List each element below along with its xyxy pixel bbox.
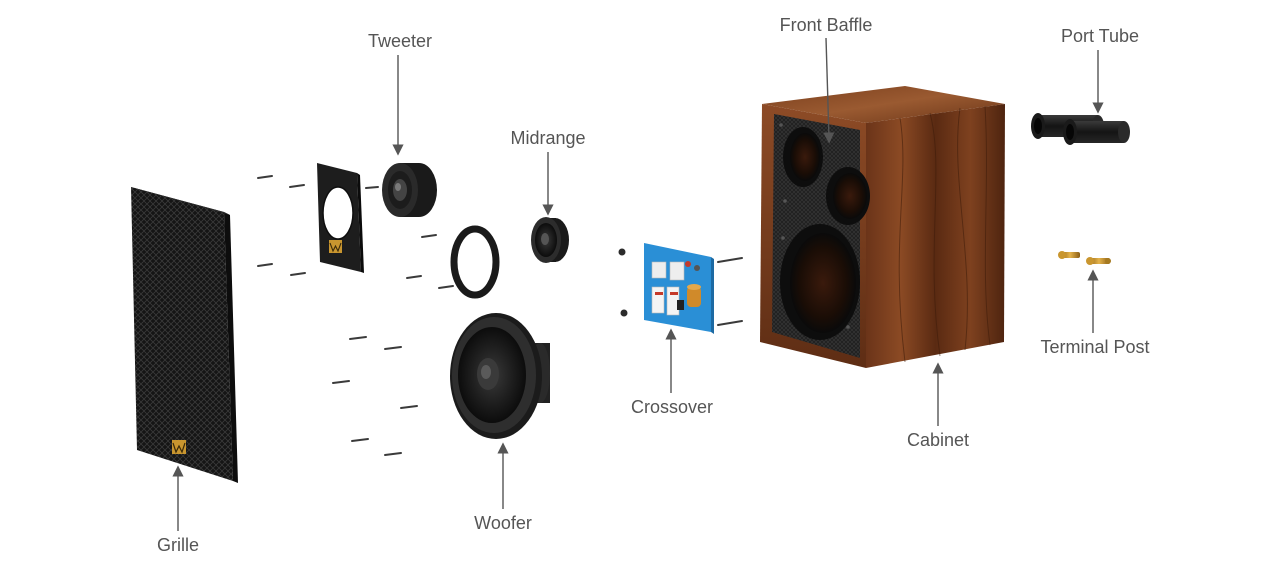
- faceplate-logo-icon: [329, 240, 342, 253]
- port-tube-part: [1031, 113, 1130, 145]
- cabinet-part: [760, 86, 1005, 368]
- label-grille: Grille: [156, 535, 200, 555]
- woofer-screws: [332, 336, 418, 456]
- front-baffle-part: [772, 114, 870, 358]
- grille-screws: [257, 175, 306, 276]
- label-front-baffle: Front Baffle: [779, 15, 873, 35]
- midrange-part: [531, 217, 569, 263]
- tweeter-faceplate: [317, 163, 364, 273]
- label-tweeter: Tweeter: [367, 31, 433, 51]
- grille-part: [131, 187, 238, 483]
- label-midrange: Midrange: [510, 128, 586, 148]
- label-crossover: Crossover: [630, 397, 714, 417]
- terminal-post-part: [1058, 251, 1111, 265]
- callout-arrows: [172, 37, 1104, 531]
- label-terminal-post: Terminal Post: [1040, 337, 1150, 357]
- arrow-front-baffle: [823, 37, 835, 144]
- tweeter-part: [382, 163, 437, 217]
- grille-logo-icon: [172, 440, 186, 454]
- midrange-gasket: [450, 225, 500, 299]
- label-port-tube: Port Tube: [1060, 26, 1140, 46]
- label-woofer: Woofer: [474, 513, 532, 533]
- tweeter-screws: [365, 186, 454, 289]
- woofer-part: [450, 313, 550, 439]
- label-cabinet: Cabinet: [906, 430, 970, 450]
- crossover-part: [644, 243, 714, 334]
- crossover-screws: [618, 248, 743, 326]
